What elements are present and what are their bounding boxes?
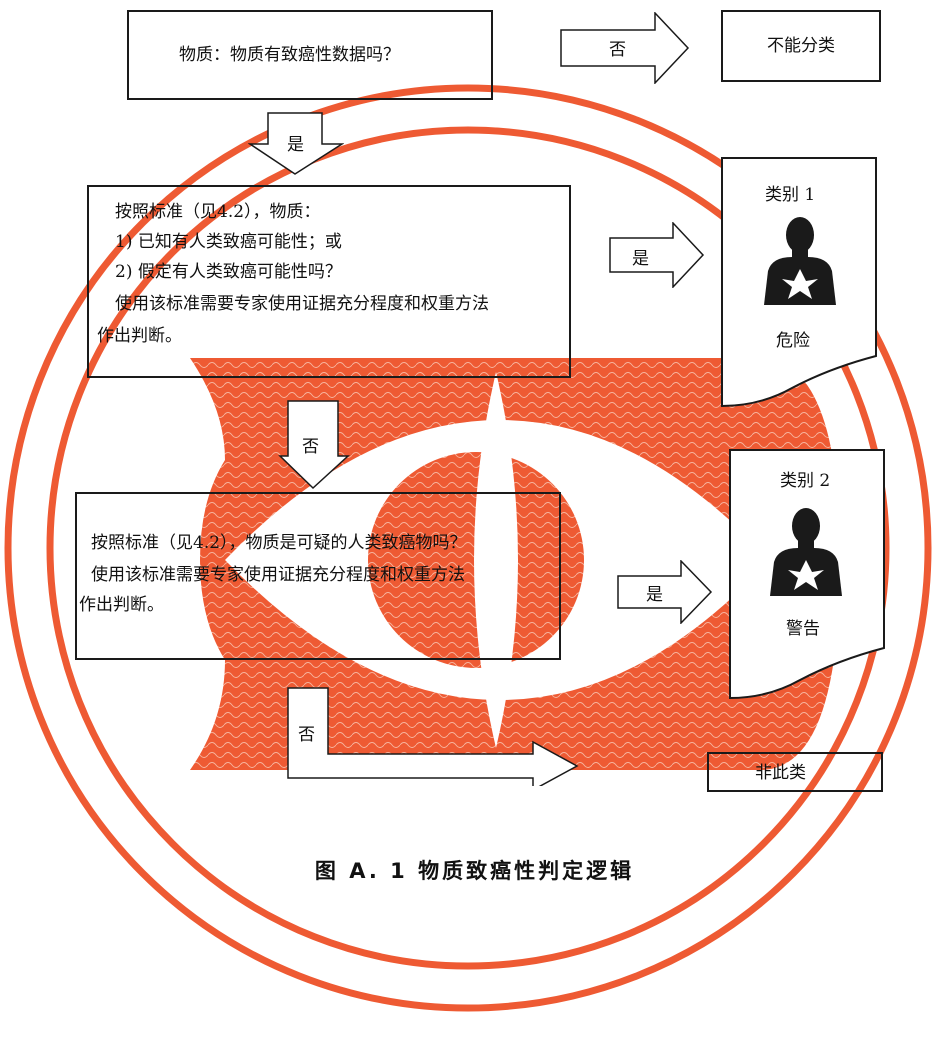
arrow-yes-right-2-icon — [609, 222, 705, 288]
not-this-class-box: 非此类 — [707, 752, 883, 792]
q1-no-label: 否 — [609, 40, 626, 60]
q3-line-1: 按照标准（见4.2），物质是可疑的人类致癌物吗？ — [91, 533, 467, 553]
category-1-title: 类别 1 — [765, 185, 816, 205]
q2-line-1: 按照标准（见4.2），物质： — [115, 202, 321, 222]
q3-line-3: 作出判断。 — [79, 595, 164, 615]
not-classifiable-label: 不能分类 — [767, 36, 835, 56]
arrow-yes-down-1-icon — [248, 112, 344, 175]
not-this-class-label: 非此类 — [755, 763, 806, 783]
question-3-box: 按照标准（见4.2），物质是可疑的人类致癌物吗？ 使用该标准需要专家使用证据充分… — [75, 492, 561, 660]
q3-yes-label: 是 — [646, 585, 663, 605]
q2-line-2: 1) 已知有人类致癌可能性；或 — [115, 232, 342, 252]
q3-no-label: 否 — [298, 725, 315, 745]
health-hazard-pictogram-icon — [764, 217, 836, 305]
health-hazard-pictogram-icon — [770, 508, 842, 596]
question-2-box: 按照标准（见4.2），物质： 1) 已知有人类致癌可能性；或 2) 假定有人类致… — [87, 185, 571, 378]
arrow-no-down-2-icon — [278, 400, 350, 490]
question-1-box: 物质：物质有致癌性数据吗？ — [127, 10, 493, 100]
q2-yes-label: 是 — [632, 249, 649, 269]
arrow-yes-right-3-icon — [617, 560, 713, 624]
q2-no-label: 否 — [302, 437, 319, 457]
q2-line-4: 使用该标准需要专家使用证据充分程度和权重方法 — [115, 294, 489, 314]
category-1-signal: 危险 — [776, 331, 810, 351]
not-classifiable-box: 不能分类 — [721, 10, 881, 82]
q2-line-3: 2) 假定有人类致癌可能性吗？ — [115, 262, 342, 282]
figure-caption: 图 A. 1 物质致癌性判定逻辑 — [314, 859, 635, 883]
arrow-no-1-icon — [560, 12, 690, 84]
arrow-no-bent-3-icon — [287, 687, 579, 786]
category-2-title: 类别 2 — [780, 471, 831, 491]
question-1-text: 物质：物质有致癌性数据吗？ — [179, 45, 400, 65]
q2-line-5: 作出判断。 — [97, 326, 182, 346]
category-2-signal: 警告 — [786, 619, 820, 639]
q3-line-2: 使用该标准需要专家使用证据充分程度和权重方法 — [91, 565, 465, 585]
q1-yes-label: 是 — [287, 135, 304, 155]
